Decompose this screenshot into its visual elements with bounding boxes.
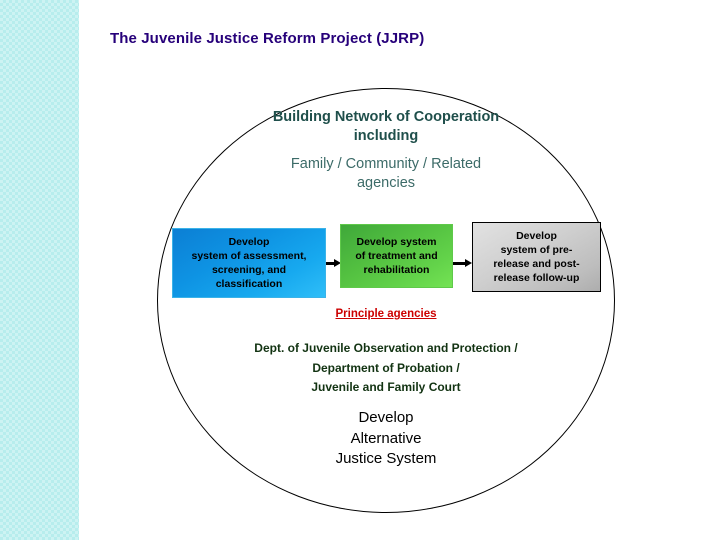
arrow-right-icon	[453, 259, 473, 268]
agency-line-3: Juvenile and Family Court	[311, 380, 461, 394]
arrow-shaft	[453, 262, 466, 265]
process-box-treatment-line-2: of treatment and	[355, 250, 438, 262]
outcome-line-2: Alternative	[350, 429, 422, 447]
arrow-head	[334, 259, 341, 267]
outcome-line-3: Justice System	[335, 450, 437, 467]
process-box-treatment[interactable]: Develop system of treatment and rehabili…	[340, 224, 453, 288]
process-box-release[interactable]: Develop system of pre- release and post-…	[472, 222, 601, 292]
process-box-release-line-1: Develop	[516, 230, 557, 242]
outcome-statement: Develop Alternative Justice System	[156, 408, 616, 470]
circle-heading: Building Network of Cooperation includin…	[156, 108, 616, 146]
process-box-assessment-line-1: Develop	[228, 236, 270, 248]
circle-subtitle-line-2: agencies	[356, 175, 416, 191]
principle-agencies-list: Dept. of Juvenile Observation and Protec…	[156, 339, 616, 398]
circle-subtitle-line-1: Family / Community / Related	[290, 156, 482, 172]
circle-heading-line-2: including	[353, 128, 419, 144]
process-box-assessment-line-3: screening, and	[211, 264, 287, 276]
process-box-treatment-line-1: Develop system	[356, 236, 437, 248]
process-box-assessment-line-4: classification	[215, 278, 283, 290]
page-title: The Juvenile Justice Reform Project (JJR…	[110, 30, 425, 47]
principle-agencies-label: Principle agencies	[335, 308, 437, 320]
cooperation-circle-outline	[157, 88, 615, 513]
circle-subtitle: Family / Community / Related agencies	[156, 155, 616, 193]
process-box-release-line-4: release follow-up	[493, 272, 580, 284]
decorative-checker-band	[0, 0, 79, 540]
process-box-assessment-line-2: system of assessment,	[191, 250, 307, 262]
circle-heading-line-1: Building Network of Cooperation	[272, 109, 500, 125]
arrow-right-icon	[326, 259, 341, 268]
arrow-shaft	[326, 262, 335, 265]
process-box-assessment[interactable]: Develop system of assessment, screening,…	[172, 228, 326, 298]
agency-line-1: Dept. of Juvenile Observation and Protec…	[254, 341, 518, 355]
process-box-treatment-line-3: rehabilitation	[363, 264, 430, 276]
outcome-line-1: Develop	[358, 409, 414, 426]
process-box-release-line-3: release and post-	[493, 258, 580, 270]
process-box-release-line-2: system of pre-	[500, 244, 573, 256]
agency-line-2: Department of Probation /	[312, 360, 460, 375]
arrow-head	[465, 259, 472, 267]
